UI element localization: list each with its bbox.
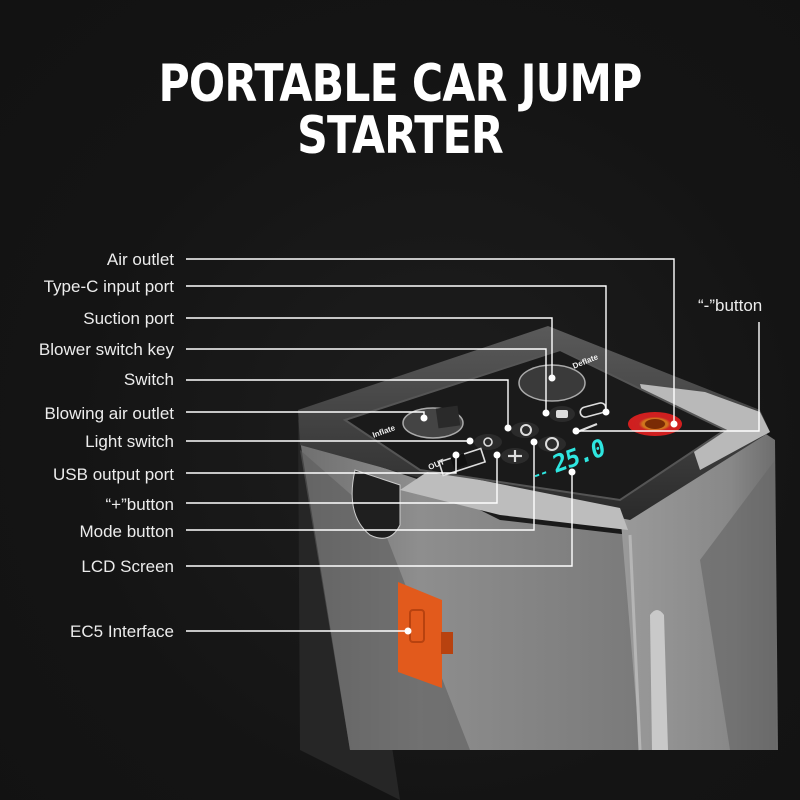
callout-light-switch: Light switch [85, 432, 174, 451]
callout-type-c-input-port: Type-C input port [43, 277, 174, 296]
callout-lcd-screen: LCD Screen [81, 557, 174, 576]
callout-blower-switch-key: Blower switch key [38, 340, 174, 359]
callout-suction-port: Suction port [83, 309, 174, 328]
callout-mode-button: Mode button [79, 522, 174, 541]
callout-plus-button: “+”button [105, 495, 174, 514]
callout-switch: Switch [123, 370, 174, 389]
callout-usb-output-port: USB output port [53, 465, 174, 484]
callout-minus-button: “-”button [698, 296, 763, 315]
page-title: PORTABLE CAR JUMP STARTER [158, 54, 642, 166]
callout-ec5-interface: EC5 Interface [70, 622, 174, 641]
callout-blowing-air-outlet: Blowing air outlet [44, 404, 174, 423]
callout-air-outlet: Air outlet [106, 250, 174, 269]
